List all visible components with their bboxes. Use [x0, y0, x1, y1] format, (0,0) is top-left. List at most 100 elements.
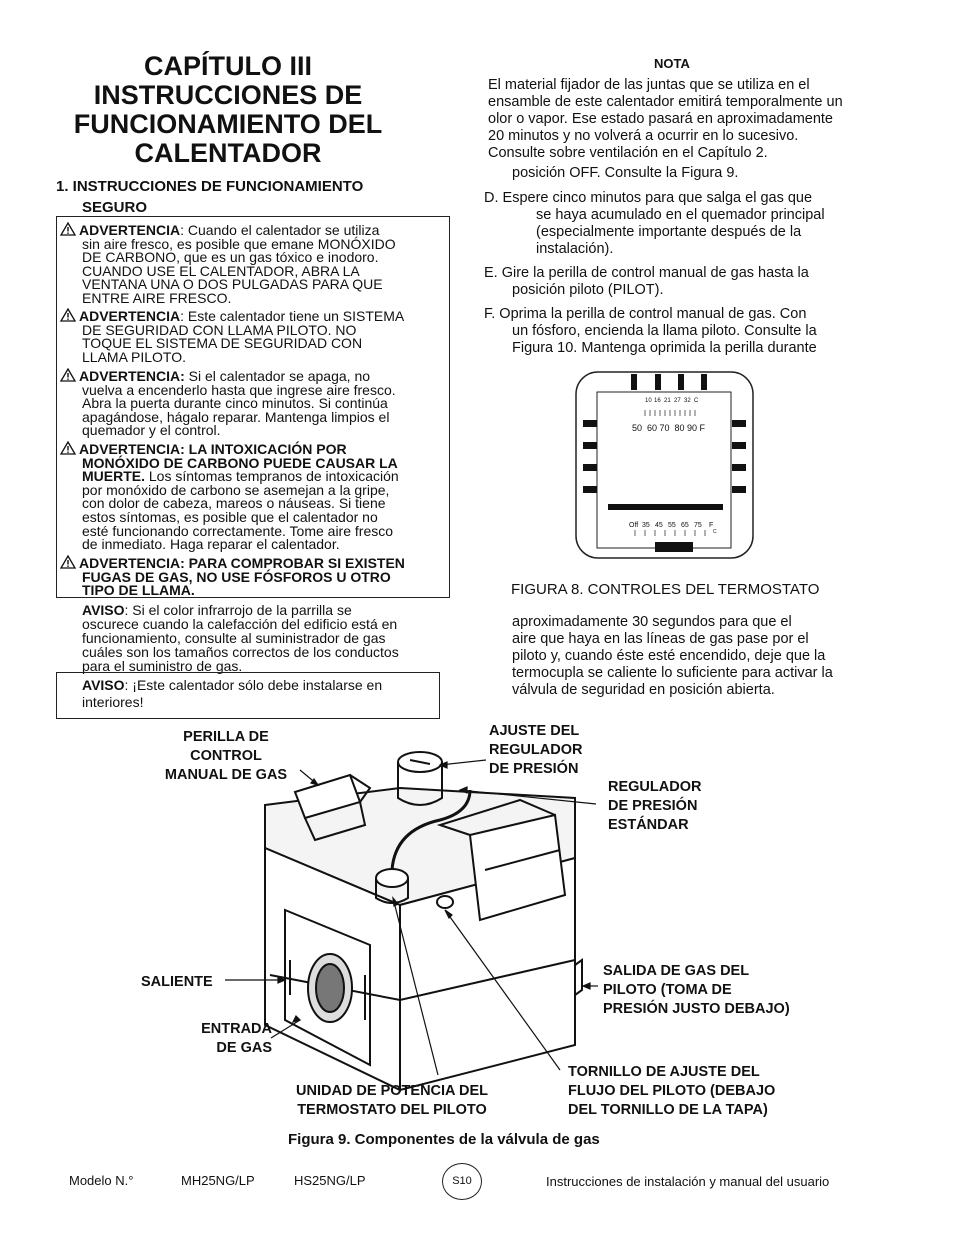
warning-text: quemador y el control.: [82, 422, 221, 439]
aviso-text: oscurece cuando la calefacción del edifi…: [82, 616, 398, 632]
label-line: DEL TORNILLO DE LA TAPA): [568, 1102, 768, 1118]
note-line: Consulte sobre ventilación en el Capítul…: [488, 145, 768, 161]
warning-3: ADVERTENCIA: Si el calentador se apaga, …: [60, 368, 444, 438]
aviso-1: AVISO: Si el color infrarrojo de la parr…: [82, 603, 442, 673]
aviso-box: [56, 672, 440, 719]
note-line: ensamble de este calentador emitirá temp…: [488, 94, 843, 110]
note-line: olor o vapor. Ese estado pasará en aprox…: [488, 111, 833, 127]
f-scale-label: 50 60 70 80 90 F: [632, 423, 706, 433]
warning-triangle-icon: [60, 308, 76, 322]
step-line: aproximadamente 30 segundos para que el: [512, 614, 792, 630]
warning-text: CUANDO USE EL CALENTADOR, ABRA LA: [82, 262, 360, 279]
step-continued: posición OFF. Consulte la Figura 9.: [512, 165, 739, 181]
label-line: UNIDAD DE POTENCIA DEL: [296, 1083, 488, 1099]
step-line: D. Espere cinco minutos para que salga e…: [484, 190, 813, 206]
warning-text: apagándose, hágalo reparar. Mantenga lim…: [82, 408, 390, 425]
page-number: S10: [442, 1163, 482, 1200]
warnings-box: [56, 216, 450, 598]
warning-label: ADVERTENCIA: LA INTOXICACIÓN POR: [79, 441, 347, 457]
note-line: El material fijador de las juntas que se…: [488, 77, 810, 93]
warning-label: ADVERTENCIA: [79, 222, 181, 238]
c-scale-label: 21: [664, 398, 671, 404]
aviso-2: AVISO: ¡Este calentador sólo debe instal…: [82, 677, 442, 711]
warning-label: MONÓXIDO DE CARBONO PUEDE CAUSAR LA: [82, 454, 398, 471]
lower-scale-label: 65: [681, 522, 689, 529]
warning-text: VENTANA UNA O DOS PULGADAS PARA QUE: [82, 276, 383, 293]
warning-label: TIPO DE LLAMA.: [82, 582, 195, 599]
title-line: CAPÍTULO III: [144, 51, 312, 81]
warning-text: sin aire fresco, es posible que emane MO…: [82, 235, 396, 252]
label-line: DE PRESIÓN: [489, 761, 579, 777]
warning-text: DE SEGURIDAD CON LLAMA PILOTO. NO: [82, 321, 357, 338]
step-line: posición piloto (PILOT).: [512, 282, 664, 298]
aviso-text: cuáles son los tamaños correctos de los …: [82, 644, 399, 660]
section-heading-line: SEGURO: [82, 199, 148, 216]
warning-label: FUGAS DE GAS, NO USE FÓSFOROS U OTRO: [82, 568, 391, 585]
footer-model-2: HS25NG/LP: [294, 1173, 366, 1188]
warning-4: ADVERTENCIA: LA INTOXICACIÓN POR MONÓXID…: [60, 441, 444, 552]
label-line: AJUSTE DEL: [489, 723, 580, 739]
warning-text: Abra la puerta durante cinco minutos. Si…: [82, 395, 388, 412]
lower-c-label: C: [713, 529, 717, 535]
warning-2: ADVERTENCIA: Este calentador tiene un SI…: [60, 308, 444, 364]
label-line: REGULADOR: [608, 779, 702, 795]
page-title: CAPÍTULO III INSTRUCCIONES DE FUNCIONAMI…: [48, 52, 408, 168]
aviso-text: para el suministro de gas.: [82, 658, 243, 674]
label-line: MANUAL DE GAS: [164, 767, 288, 783]
lower-scale-label: F: [709, 522, 713, 529]
title-line: FUNCIONAMIENTO DEL: [73, 109, 383, 139]
thermostat-figure: 10 16 21 27 32 C 50 60 70 80 90 F Off 35…: [575, 371, 754, 559]
footer-model-1: MH25NG/LP: [181, 1173, 255, 1188]
aviso-label: AVISO: [82, 602, 125, 618]
warning-label: MUERTE.: [82, 468, 145, 485]
step-line: válvula de seguridad en posición abierta…: [512, 682, 775, 698]
warning-text: DE CARBONO, que es un gas tóxico e inodo…: [82, 249, 379, 266]
label-regulator-adjust: AJUSTE DEL REGULADOR DE PRESIÓN: [489, 722, 582, 779]
lower-scale-label: 35: [642, 522, 650, 529]
warning-label: ADVERTENCIA: PARA COMPROBAR SI EXISTEN: [79, 555, 405, 571]
title-line: CALENTADOR: [134, 138, 322, 168]
aviso-text: interiores!: [82, 694, 144, 710]
step-line: un fósforo, encienda la llama piloto. Co…: [512, 323, 817, 339]
warning-text: TOQUE EL SISTEMA DE SEGURIDAD CON: [82, 335, 363, 352]
c-scale-label: 27: [674, 398, 681, 404]
step-line: Figura 10. Mantenga oprimida la perilla …: [512, 340, 817, 356]
step-d: D. Espere cinco minutos para que salga e…: [484, 190, 908, 258]
c-scale-label: 32: [684, 398, 691, 404]
note-text: El material fijador de las juntas que se…: [488, 77, 888, 162]
aviso-text: : Si el color infrarrojo de la parrilla …: [124, 602, 352, 618]
step-line: piloto y, cuando éste esté encendido, de…: [512, 648, 826, 664]
step-line: (especialmente importante después de la: [536, 224, 802, 240]
lower-scale-label: 75: [694, 522, 702, 529]
section-heading-line: 1. INSTRUCCIONES DE FUNCIONAMIENTO: [56, 178, 364, 195]
warning-text: por monóxido de carbono se asemejan a la…: [82, 481, 390, 498]
label-standard-regulator: REGULADOR DE PRESIÓN ESTÁNDAR: [608, 778, 701, 835]
label-pilot-flow-screw: TORNILLO DE AJUSTE DEL FLUJO DEL PILOTO …: [568, 1063, 775, 1120]
label-pilot-outlet: SALIDA DE GAS DEL PILOTO (TOMA DE PRESIÓ…: [603, 962, 790, 1019]
warning-text: Los síntomas tempranos de intoxicación: [145, 468, 399, 485]
warning-triangle-icon: [60, 368, 76, 382]
warning-text: ENTRE AIRE FRESCO.: [82, 289, 232, 306]
label-line: ENTRADA: [201, 1021, 272, 1037]
label-line: CONTROL: [190, 748, 262, 764]
aviso-label: AVISO: [82, 677, 125, 693]
c-scale-label: C: [694, 398, 699, 404]
aviso-text: funcionamiento, consulte al suministrado…: [82, 630, 386, 646]
warning-text: esté funcionando correctamente. Tome air…: [82, 522, 394, 539]
lower-scale-label: 45: [655, 522, 663, 529]
figure-8-caption: FIGURA 8. CONTROLES DEL TERMOSTATO: [511, 581, 820, 598]
warning-label: ADVERTENCIA:: [79, 368, 185, 384]
lower-scale-label: Off: [629, 522, 638, 529]
label-line: PILOTO (TOMA DE: [603, 982, 732, 998]
label-line: TORNILLO DE AJUSTE DEL: [568, 1064, 760, 1080]
warning-triangle-icon: [60, 441, 76, 455]
warning-text: Si el calentador se apaga, no: [184, 368, 371, 384]
warning-triangle-icon: [60, 222, 76, 236]
label-line: FLUJO DEL PILOTO (DEBAJO: [568, 1083, 776, 1099]
step-line: E. Gire la perilla de control manual de …: [484, 265, 809, 281]
label-line: ESTÁNDAR: [608, 817, 689, 833]
label-line: DE PRESIÓN: [608, 798, 698, 814]
warning-1: ADVERTENCIA: Cuando el calentador se uti…: [60, 222, 444, 306]
label-line: SALIDA DE GAS DEL: [603, 963, 750, 979]
step-line: se haya acumulado en el quemador princip…: [536, 207, 825, 223]
